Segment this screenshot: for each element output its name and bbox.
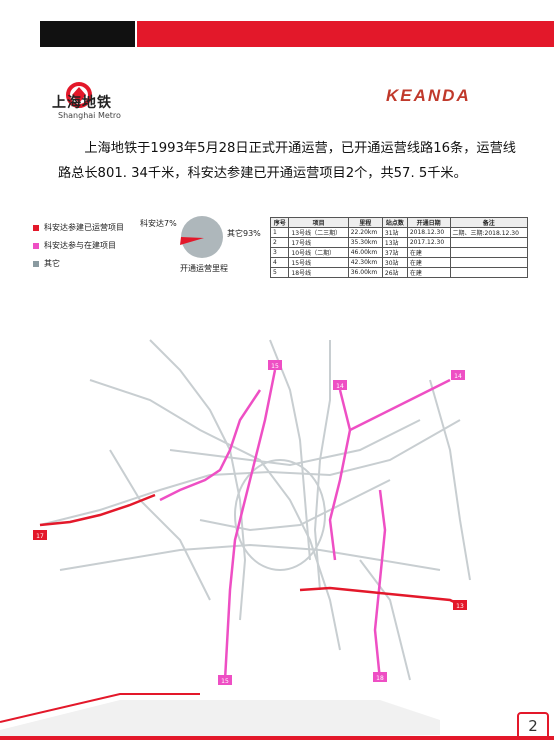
legend-swatch-red	[33, 224, 39, 231]
map-badge-13-label: 13	[456, 603, 464, 610]
table-cell: 10号线（二期）	[288, 247, 349, 258]
table-cell: 42.30km	[347, 257, 383, 268]
table-cell: 13站	[381, 237, 408, 248]
pie-label-other: 其它93%	[227, 229, 261, 238]
table-header: 项目	[288, 217, 349, 228]
legend-swatch-gray	[33, 260, 39, 267]
train-graphic	[0, 693, 440, 740]
table-cell: 1	[269, 227, 290, 238]
table-cell	[449, 237, 529, 248]
map-badge-13	[453, 600, 467, 610]
table-cell: 18号线	[288, 267, 349, 278]
metro-name: 上海地铁	[52, 95, 112, 111]
table-cell: 在建	[406, 247, 451, 258]
table-cell: 37站	[381, 247, 408, 258]
page-number: 2	[517, 712, 549, 740]
table-header: 备注	[449, 217, 529, 228]
table-cell: 4	[269, 257, 290, 268]
table-cell: 35.30km	[347, 237, 383, 248]
pie-caption: 开通运营里程	[180, 264, 228, 273]
map-line-10	[159, 389, 262, 502]
table-cell: 13号线（二三期）	[288, 227, 349, 238]
pie-label-keanda: 科安达7%	[140, 219, 177, 228]
table-cell: 2018.12.30	[406, 227, 451, 238]
table-header: 站点数	[381, 217, 408, 228]
pie-slice-keanda	[180, 237, 204, 245]
table-cell: 2017.12.30	[406, 237, 451, 248]
map-badge-14-east	[451, 370, 465, 380]
table-header: 开通日期	[406, 217, 451, 228]
table-cell: 3	[269, 247, 290, 258]
table-cell: 2	[269, 237, 290, 248]
legend-item-other: 其它	[33, 258, 60, 269]
table-header: 序号	[269, 217, 290, 228]
legend-swatch-pink	[33, 242, 39, 249]
map-badge-14-label: 14	[336, 383, 344, 390]
map-badge-14-east-label: 14	[454, 373, 462, 380]
header-red-bar	[137, 21, 554, 47]
map-badge-15-bottom	[218, 675, 232, 685]
table-cell: 22.20km	[347, 227, 383, 238]
table-cell: 5	[269, 267, 290, 278]
map-line-13	[299, 586, 461, 607]
table-cell: 在建	[406, 267, 451, 278]
footer-red-line	[0, 736, 554, 740]
keanda-logo: KEANDA	[386, 86, 471, 105]
map-badge-15-top	[268, 360, 282, 370]
table-cell	[449, 247, 529, 258]
header-black-bar	[40, 21, 135, 47]
table-cell: 36.00km	[347, 267, 383, 278]
map-badge-18	[373, 672, 387, 682]
map-badge-17	[33, 530, 47, 540]
map-badge-17-label: 17	[36, 533, 44, 540]
table-cell: 在建	[406, 257, 451, 268]
intro-paragraph: 上海地铁于1993年5月28日正式开通运营，已开通运营线路16条，运营线路总长8…	[58, 141, 516, 181]
legend-label: 科安达参建已运营项目	[44, 223, 124, 232]
map-line-17	[39, 493, 156, 527]
table-cell: 30站	[381, 257, 408, 268]
table-header: 里程	[347, 217, 383, 228]
legend-label: 科安达参与在建项目	[44, 241, 116, 250]
table-cell: 31站	[381, 227, 408, 238]
map-line-14b	[349, 378, 451, 432]
map-line-18	[373, 489, 387, 681]
map-line-15	[223, 369, 277, 681]
table-cell: 二期、三期:2018.12.30	[449, 227, 529, 238]
table-cell: 26站	[381, 267, 408, 278]
table-header-row: 序号 项目 里程 站点数 开通日期 备注	[269, 217, 529, 228]
legend-item-operating: 科安达参建已运营项目	[33, 222, 124, 233]
metro-name-en: Shanghai Metro	[58, 111, 121, 120]
table-cell	[449, 267, 529, 278]
legend-item-construction: 科安达参与在建项目	[33, 240, 116, 251]
metro-map: 17 13 15 14 18 14 15	[30, 300, 500, 700]
map-badge-18-label: 18	[376, 675, 384, 682]
map-badge-14	[333, 380, 347, 390]
map-line-14	[328, 389, 352, 561]
table-cell	[449, 257, 529, 268]
map-badge-15-bottom-label: 15	[221, 678, 229, 685]
shanghai-metro-logo-icon	[66, 82, 92, 108]
table-cell: 15号线	[288, 257, 349, 268]
table-cell: 17号线	[288, 237, 349, 248]
pie-chart	[180, 216, 223, 258]
table-cell: 46.00km	[347, 247, 383, 258]
map-badge-15-label: 15	[271, 363, 279, 370]
legend-label: 其它	[44, 259, 60, 268]
pie-slice-other	[181, 216, 223, 258]
